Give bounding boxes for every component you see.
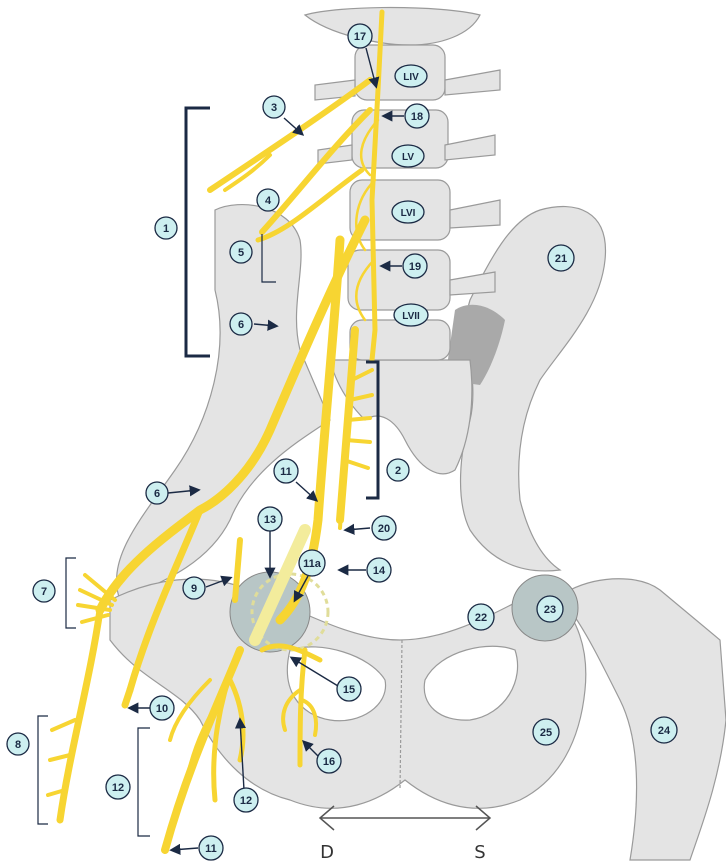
vertebra-lvi: LVI <box>392 201 424 223</box>
svg-text:5: 5 <box>238 247 244 259</box>
svg-text:20: 20 <box>378 523 390 535</box>
label-6a: 6 <box>230 313 252 335</box>
label-11a: 11 <box>274 459 298 483</box>
direction-indicator: D S <box>320 806 490 863</box>
label-4: 4 <box>257 189 279 211</box>
svg-text:1: 1 <box>163 223 169 235</box>
vertebra-liv: LIV <box>395 65 427 87</box>
svg-text:LIV: LIV <box>403 72 419 83</box>
svg-text:12: 12 <box>112 782 124 794</box>
svg-text:11: 11 <box>280 466 292 478</box>
nerve-10 <box>125 690 130 705</box>
svg-text:10: 10 <box>156 703 168 715</box>
label-23: 23 <box>537 596 563 622</box>
label-11-sub: 11a <box>299 550 325 576</box>
label-10: 10 <box>150 696 174 720</box>
vertebra-lv: LV <box>392 145 424 167</box>
label-13: 13 <box>258 507 282 531</box>
svg-text:4: 4 <box>265 195 272 207</box>
label-9: 9 <box>183 577 205 599</box>
svg-text:11: 11 <box>205 843 217 855</box>
direction-arrow <box>320 806 490 830</box>
svg-text:24: 24 <box>658 725 671 737</box>
svg-text:3: 3 <box>271 102 277 114</box>
label-14: 14 <box>367 558 391 582</box>
bracket-1 <box>186 108 210 356</box>
svg-text:9: 9 <box>191 583 197 595</box>
label-19: 19 <box>403 254 427 278</box>
ilium-left <box>461 207 606 571</box>
svg-text:14: 14 <box>373 565 386 577</box>
label-20: 20 <box>372 516 396 540</box>
svg-text:22: 22 <box>475 612 487 624</box>
svg-text:19: 19 <box>409 261 421 273</box>
label-6b: 6 <box>146 482 168 504</box>
label-11b: 11 <box>199 836 223 860</box>
nerve-8b <box>50 755 70 760</box>
nerve-8a <box>52 720 75 730</box>
label-25: 25 <box>533 719 559 745</box>
svg-text:2: 2 <box>395 465 401 477</box>
svg-text:LVII: LVII <box>402 311 420 322</box>
label-12b: 12 <box>234 788 258 812</box>
bracket-7 <box>66 558 76 628</box>
nerve-2d <box>346 440 370 442</box>
svg-text:25: 25 <box>540 727 552 739</box>
svg-text:23: 23 <box>544 604 556 616</box>
svg-text:12: 12 <box>240 795 252 807</box>
label-22: 22 <box>468 604 494 630</box>
bracket-12 <box>138 728 150 836</box>
svg-text:18: 18 <box>411 111 423 123</box>
svg-text:17: 17 <box>354 31 366 43</box>
svg-text:7: 7 <box>41 586 47 598</box>
svg-text:16: 16 <box>323 756 335 768</box>
label-3: 3 <box>263 96 285 118</box>
svg-text:13: 13 <box>264 514 276 526</box>
svg-text:6: 6 <box>154 488 160 500</box>
label-24: 24 <box>651 717 677 743</box>
nerve-2-trunk <box>340 330 355 520</box>
svg-text:15: 15 <box>343 684 355 696</box>
svg-text:8: 8 <box>15 739 21 751</box>
direction-right-label: S <box>474 842 485 863</box>
label-16: 16 <box>317 749 341 773</box>
nerve-2c <box>348 418 370 420</box>
label-5: 5 <box>230 241 252 263</box>
label-15: 15 <box>337 677 361 701</box>
label-21: 21 <box>548 245 574 271</box>
label-17: 17 <box>348 24 372 48</box>
label-2: 2 <box>387 459 409 481</box>
svg-text:LV: LV <box>402 152 414 163</box>
svg-text:LVI: LVI <box>401 208 416 219</box>
arrow-11 <box>296 482 316 500</box>
direction-left-label: D <box>320 842 334 863</box>
label-7: 7 <box>33 580 55 602</box>
nerve-20 <box>340 500 342 528</box>
arrow-11b <box>172 848 198 850</box>
svg-text:6: 6 <box>238 319 244 331</box>
svg-text:21: 21 <box>555 253 567 265</box>
vertebra-lvii: LVII <box>394 304 428 326</box>
label-18: 18 <box>405 104 429 128</box>
arrow-20 <box>346 528 370 530</box>
femur-left <box>570 579 726 860</box>
svg-text:11a: 11a <box>303 558 322 570</box>
label-8: 8 <box>7 733 29 755</box>
label-1: 1 <box>155 217 177 239</box>
bracket-8 <box>38 716 48 824</box>
label-12a: 12 <box>106 775 130 799</box>
